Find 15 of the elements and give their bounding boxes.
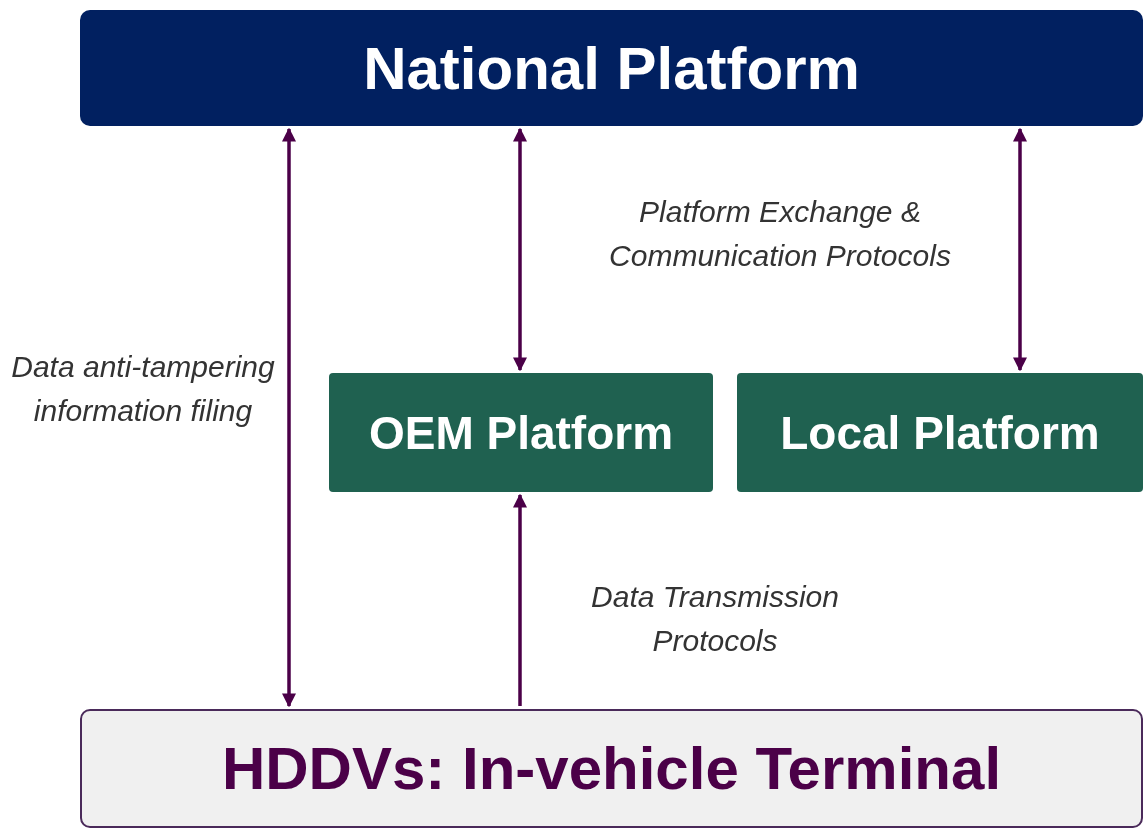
edge-label: Data anti-tampering information filing [10,349,276,429]
double-arrow [282,127,296,708]
node-title: OEM Platform [368,405,674,460]
protocol-note: Platform Exchange & Communication Protocols [608,194,952,274]
platform-box [737,373,1143,492]
node-title: HDDVs: In-vehicle Terminal [221,734,1002,803]
node-title: National Platform [363,33,860,103]
edge-label: Data Transmission Protocols [590,579,840,659]
platform-box [329,373,713,492]
platform-banner [80,10,1143,126]
terminal-banner [80,709,1143,828]
double-arrow [513,127,527,372]
arrow [513,493,527,706]
double-arrow [1013,127,1027,372]
node-title: Local Platform [780,405,1100,460]
